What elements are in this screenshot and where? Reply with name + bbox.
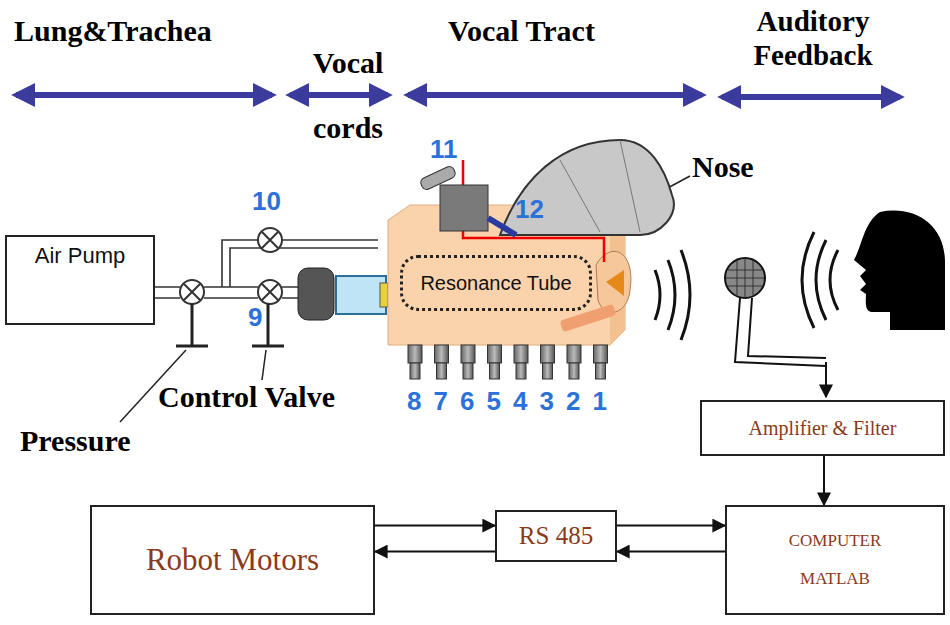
callout-number: 11	[430, 134, 458, 165]
node-text: Air Pump	[35, 243, 125, 269]
microphone	[725, 258, 765, 298]
signal-connector	[375, 525, 495, 527]
speaker-head	[854, 211, 945, 330]
callout-number: 6	[460, 386, 474, 417]
motor-pins	[408, 345, 608, 379]
signal-connector	[617, 551, 725, 553]
callout-number: 3	[540, 386, 554, 417]
node-text: RS 485	[519, 522, 593, 550]
part-label: Nose	[692, 150, 754, 184]
node-text: Robot Motors	[146, 542, 319, 578]
mouth-opening	[606, 270, 624, 296]
region-label: Auditory Feedback	[728, 4, 898, 72]
callout-number: 7	[434, 386, 448, 417]
part-label: Control Valve	[158, 380, 335, 414]
region-arrow	[16, 95, 900, 97]
region-label: Vocal Tract	[448, 14, 595, 48]
signal-connector	[375, 551, 495, 553]
region-label: Vocal cords	[298, 30, 398, 160]
callout-number: 9	[248, 302, 262, 333]
valve-stem	[176, 304, 284, 346]
node-text: Amplifier & Filter	[749, 417, 897, 440]
bus-box: RS 485	[495, 510, 617, 562]
region-label: Lung&Trachea	[14, 14, 212, 48]
valve-symbol	[180, 228, 282, 304]
part-label: Pressure	[20, 424, 131, 458]
node-text: COMPUTER	[789, 531, 882, 551]
callout-number: 12	[515, 194, 544, 225]
nose-shape	[500, 140, 674, 235]
vocal-cord-tip	[380, 283, 388, 307]
node-text: MATLAB	[800, 569, 870, 589]
lips	[596, 251, 631, 312]
pump-box: Air Pump	[5, 235, 155, 325]
microphone-grid	[726, 258, 764, 298]
motors-box: Robot Motors	[90, 505, 375, 615]
motor-link	[488, 218, 516, 235]
motor-shaft	[419, 165, 457, 191]
sound-wave	[655, 232, 838, 340]
callout-number: 4	[513, 386, 527, 417]
resonance-tube: Resonance Tube	[400, 255, 592, 311]
computer-box: COMPUTER MATLAB	[725, 505, 945, 615]
callout-number: 1	[593, 386, 607, 417]
microphone-stand	[735, 298, 826, 366]
vocal-cord-unit	[336, 276, 386, 314]
tongue	[560, 304, 617, 333]
signal-arrow	[825, 362, 827, 397]
amplifier-box: Amplifier & Filter	[700, 400, 945, 456]
node-text: Resonance Tube	[420, 272, 571, 295]
signal-connector	[823, 456, 825, 505]
callout-number: 8	[407, 386, 421, 417]
motor-block	[440, 185, 488, 231]
callout-number: 10	[252, 186, 281, 217]
vocal-cord-body	[298, 268, 334, 320]
callout-number: 2	[566, 386, 580, 417]
signal-connector	[617, 525, 725, 527]
callout-number: 5	[487, 386, 501, 417]
nose-line	[560, 140, 640, 232]
